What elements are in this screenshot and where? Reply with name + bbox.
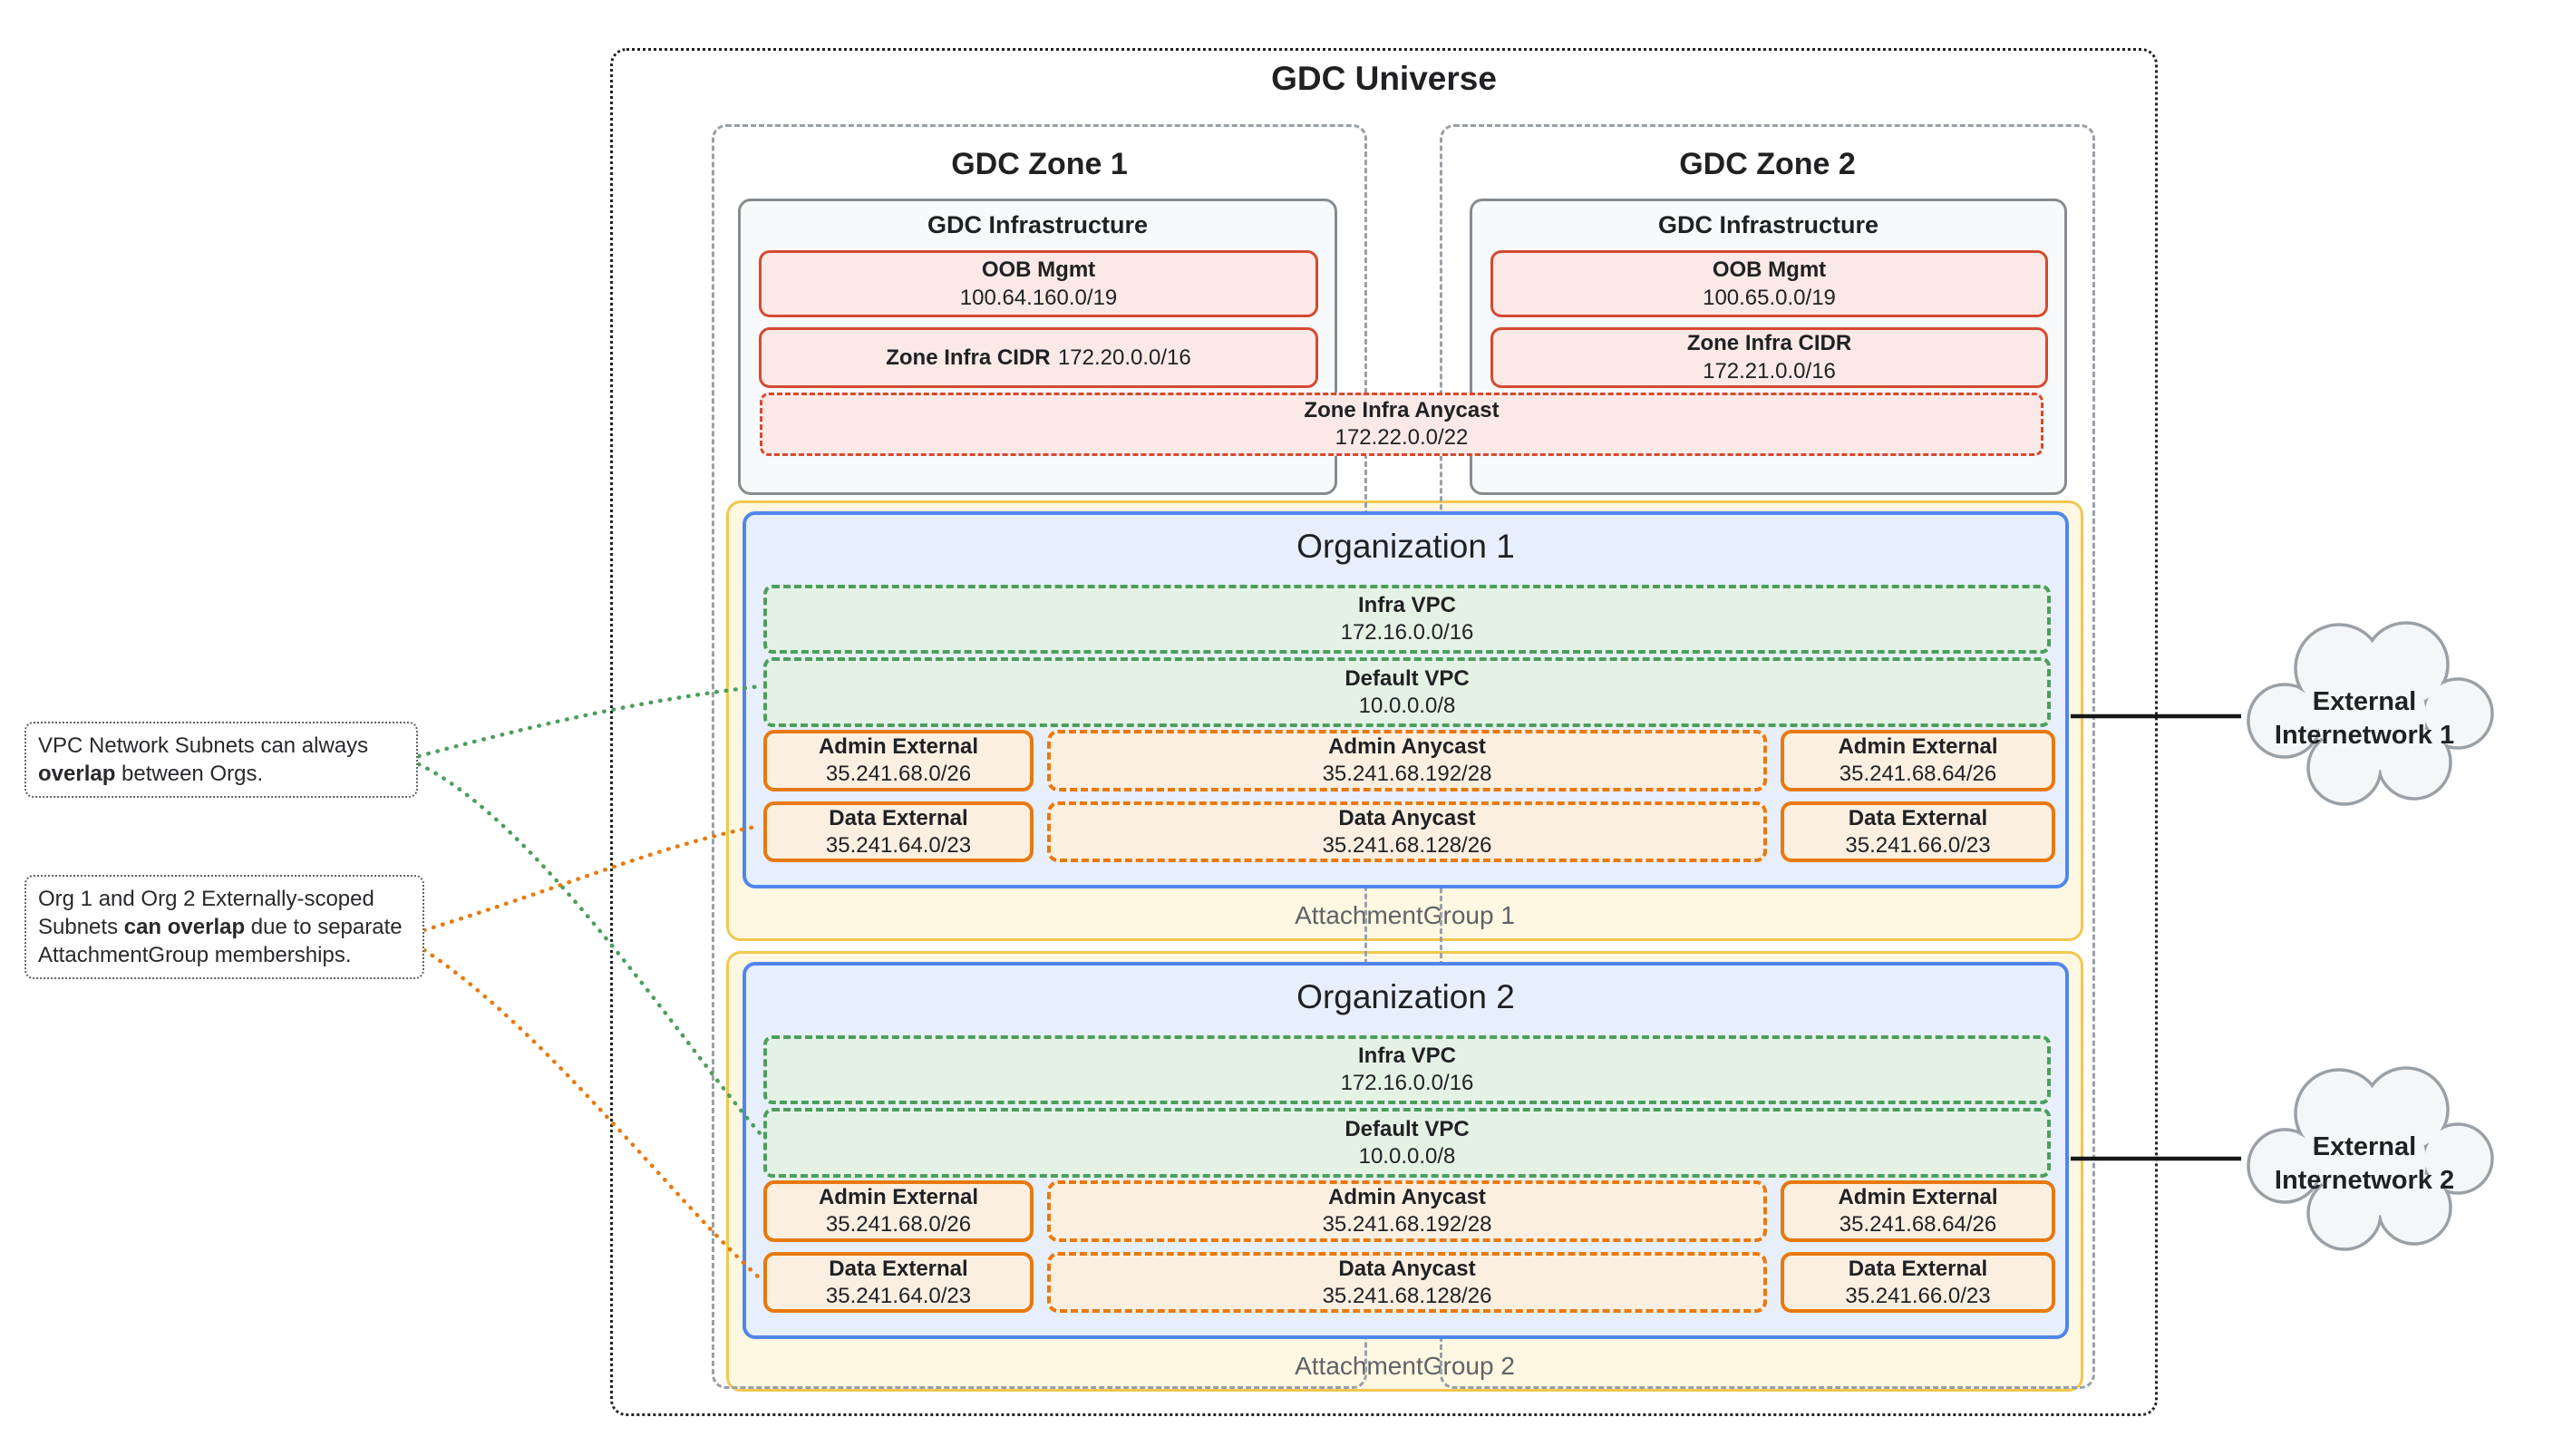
zone-infra-cidr-value: 172.21.0.0/16 — [1703, 359, 1836, 383]
annotation-text: VPC Network Subnets can always — [38, 733, 369, 758]
external-internetwork-1-cloud: External Internetwork 1 — [2228, 612, 2500, 825]
subnet-cidr: 35.241.64.0/23 — [825, 832, 972, 858]
infra-vpc-label: Infra VPC — [1357, 1043, 1457, 1068]
subnet-label: Data External — [829, 805, 968, 830]
zone-2-oob-mgmt-box: OOB Mgmt 100.65.0.0/19 — [1490, 250, 2048, 317]
subnet-label: Data External — [1848, 1256, 1988, 1281]
subnet-cidr: 35.241.68.0/26 — [825, 762, 972, 786]
org-1-infra-vpc-box: Infra VPC 172.16.0.0/16 — [763, 585, 2051, 654]
zone-2-infra-cidr-box: Zone Infra CIDR 172.21.0.0/16 — [1490, 327, 2048, 388]
zone-infra-anycast-box: Zone Infra Anycast 172.22.0.0/22 — [760, 393, 2043, 456]
subnet-cidr: 35.241.68.128/26 — [1322, 1283, 1492, 1308]
zone-infra-anycast-cidr: 172.22.0.0/22 — [1335, 425, 1469, 450]
subnet-cidr: 35.241.64.0/23 — [825, 1283, 972, 1308]
org-2-admin-external-right-box: Admin External 35.241.68.64/26 — [1781, 1180, 2055, 1242]
zone-infra-cidr-label: Zone Infra CIDR — [886, 345, 1051, 370]
zone-infra-cidr-value: 172.20.0.0/16 — [1057, 345, 1191, 370]
annotation-vpc-overlap: VPC Network Subnets can always overlap b… — [24, 722, 418, 798]
subnet-cidr: 35.241.68.64/26 — [1839, 762, 1997, 786]
subnet-cidr: 35.241.68.128/26 — [1322, 832, 1492, 858]
organization-1-box: Organization 1 Infra VPC 172.16.0.0/16 D… — [743, 511, 2069, 888]
org-1-admin-external-right-box: Admin External 35.241.68.64/26 — [1781, 730, 2055, 791]
zone-infra-cidr-label: Zone Infra CIDR — [1686, 331, 1852, 355]
zone-1-oob-mgmt-box: OOB Mgmt 100.64.160.0/19 — [759, 250, 1318, 317]
org-2-admin-external-left-box: Admin External 35.241.68.0/26 — [763, 1180, 1034, 1242]
external-internetwork-2-label: External Internetwork 2 — [2274, 1131, 2455, 1195]
organization-2-box: Organization 2 Infra VPC 172.16.0.0/16 D… — [743, 962, 2069, 1339]
subnet-label: Admin Anycast — [1328, 1185, 1486, 1209]
org-2-data-anycast-box: Data Anycast 35.241.68.128/26 — [1047, 1252, 1767, 1313]
annotation-text: between Orgs. — [115, 762, 264, 786]
infra-vpc-cidr: 172.16.0.0/16 — [1340, 1071, 1474, 1095]
organization-2-title: Organization 2 — [1296, 978, 1515, 1015]
annotation-bold-text: can overlap — [123, 915, 246, 939]
annotation-external-overlap: Org 1 and Org 2 Externally-scoped Subnet… — [24, 875, 424, 979]
default-vpc-cidr: 10.0.0.0/8 — [1358, 1143, 1456, 1169]
subnet-label: Data Anycast — [1338, 805, 1476, 830]
default-vpc-label: Default VPC — [1344, 1116, 1470, 1141]
annotation-text: due to separate AttachmentGroup membersh… — [38, 915, 403, 967]
zone-2-title: GDC Zone 2 — [1679, 147, 1856, 181]
subnet-cidr: 35.241.68.192/28 — [1322, 762, 1492, 786]
zone-1-infrastructure-title: GDC Infrastructure — [927, 211, 1149, 238]
org-2-admin-anycast-box: Admin Anycast 35.241.68.192/28 — [1047, 1180, 1767, 1242]
external-internetwork-2-cloud: External Internetwork 2 — [2228, 1057, 2500, 1270]
oob-mgmt-label: OOB Mgmt — [1712, 257, 1827, 282]
cloud-shape — [2247, 1066, 2494, 1251]
infra-vpc-label: Infra VPC — [1357, 593, 1457, 617]
org-1-default-vpc-box: Default VPC 10.0.0.0/8 — [763, 657, 2051, 727]
subnet-label: Admin External — [818, 734, 979, 759]
org-2-default-vpc-box: Default VPC 10.0.0.0/8 — [763, 1108, 2051, 1178]
universe-title: GDC Universe — [1271, 60, 1497, 97]
subnet-label: Admin External — [818, 1185, 979, 1209]
oob-mgmt-cidr: 100.65.0.0/19 — [1703, 285, 1836, 310]
org-2-infra-vpc-box: Infra VPC 172.16.0.0/16 — [763, 1035, 2051, 1104]
org-2-data-external-left-box: Data External 35.241.64.0/23 — [763, 1252, 1034, 1313]
infra-vpc-cidr: 172.16.0.0/16 — [1340, 620, 1474, 645]
annotation-text: Org 1 and Org 2 Externally-scoped Subnet… — [38, 887, 374, 939]
attachment-group-2-label: AttachmentGroup 2 — [1295, 1352, 1515, 1380]
zone-2-infrastructure-title: GDC Infrastructure — [1657, 211, 1879, 238]
org-1-admin-anycast-box: Admin Anycast 35.241.68.192/28 — [1047, 730, 1767, 791]
oob-mgmt-label: OOB Mgmt — [981, 257, 1096, 282]
org-2-data-external-right-box: Data External 35.241.66.0/23 — [1781, 1252, 2055, 1313]
annotation-bold-text: overlap — [38, 762, 116, 786]
oob-mgmt-cidr: 100.64.160.0/19 — [959, 285, 1118, 310]
subnet-label: Data External — [829, 1256, 968, 1281]
org-1-admin-external-left-box: Admin External 35.241.68.0/26 — [763, 730, 1034, 791]
subnet-label: Admin External — [1838, 734, 1998, 759]
org-1-data-external-right-box: Data External 35.241.66.0/23 — [1781, 801, 2055, 862]
subnet-label: Admin External — [1838, 1185, 1998, 1209]
subnet-cidr: 35.241.68.0/26 — [825, 1212, 972, 1237]
zone-1-title: GDC Zone 1 — [951, 147, 1128, 181]
attachment-group-1-label: AttachmentGroup 1 — [1295, 901, 1515, 929]
default-vpc-cidr: 10.0.0.0/8 — [1358, 693, 1456, 718]
subnet-cidr: 35.241.68.64/26 — [1839, 1212, 1997, 1237]
default-vpc-label: Default VPC — [1344, 665, 1470, 691]
external-internetwork-1-label: External Internetwork 1 — [2274, 686, 2455, 750]
subnet-cidr: 35.241.66.0/23 — [1845, 832, 1991, 858]
subnet-cidr: 35.241.68.192/28 — [1322, 1212, 1492, 1237]
zone-infra-anycast-label: Zone Infra Anycast — [1304, 398, 1500, 422]
organization-1-title: Organization 1 — [1296, 528, 1515, 565]
cloud-shape — [2247, 621, 2494, 806]
subnet-label: Data External — [1848, 805, 1988, 830]
subnet-label: Admin Anycast — [1328, 734, 1486, 759]
org-1-data-anycast-box: Data Anycast 35.241.68.128/26 — [1047, 801, 1767, 862]
org-1-data-external-left-box: Data External 35.241.64.0/23 — [763, 801, 1034, 862]
subnet-cidr: 35.241.66.0/23 — [1845, 1283, 1991, 1308]
subnet-label: Data Anycast — [1338, 1256, 1476, 1281]
